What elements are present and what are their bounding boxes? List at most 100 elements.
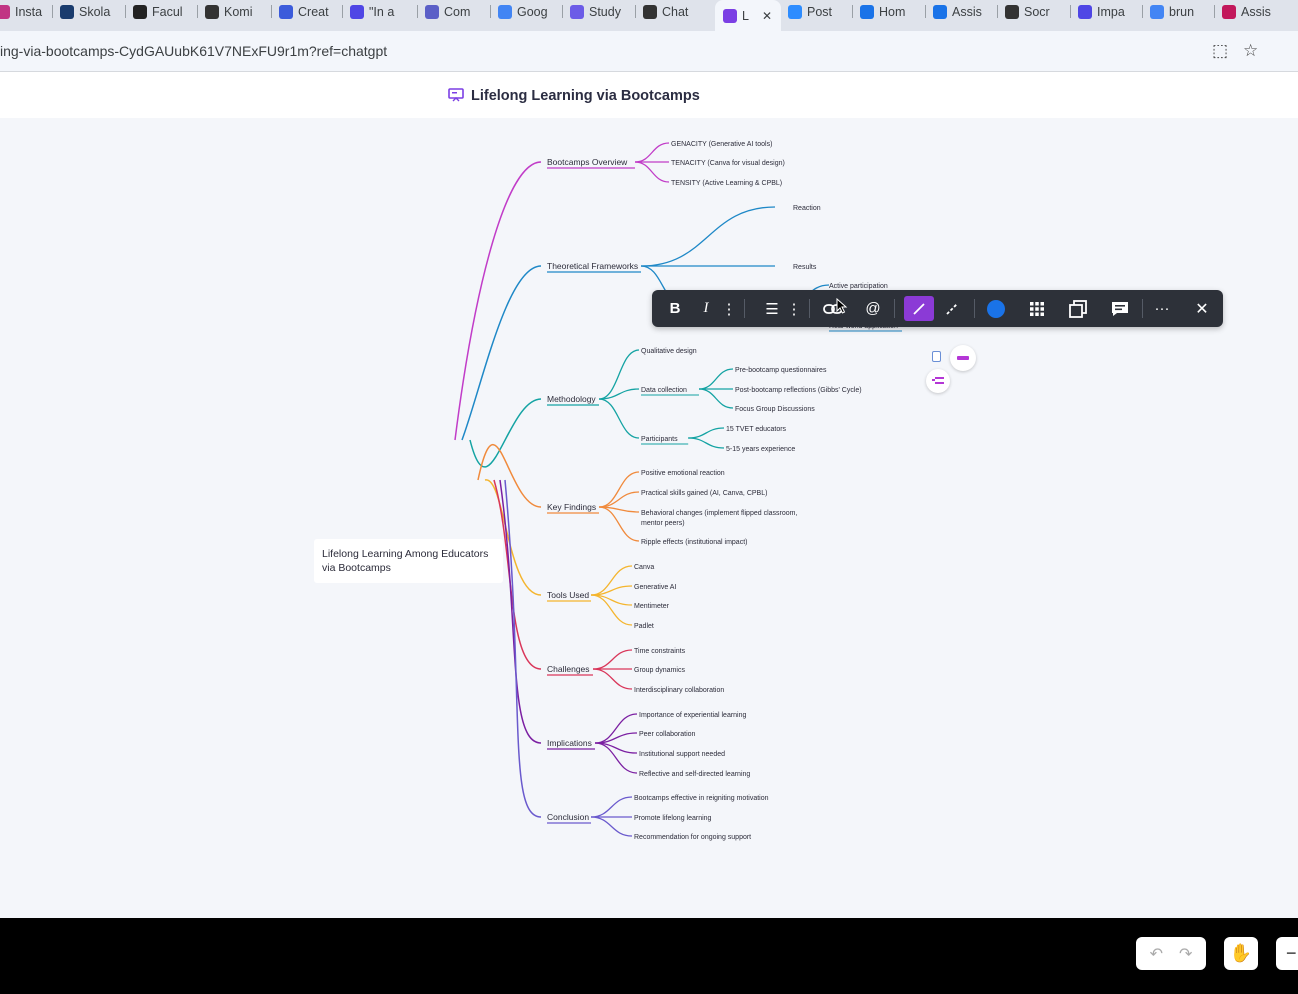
tab-separator <box>1070 5 1071 18</box>
collapse-node-button[interactable] <box>950 345 976 371</box>
browser-tab[interactable]: Facul <box>133 1 195 23</box>
undo-icon[interactable]: ↶ <box>1149 945 1163 963</box>
mindmap-branch-node[interactable]: Conclusion <box>547 812 589 822</box>
mindmap-child-node[interactable]: Participants <box>641 436 678 443</box>
mindmap-leaf-node[interactable]: 5-15 years experience <box>726 446 795 453</box>
zoom-out-icon[interactable]: − <box>1276 937 1298 970</box>
tab-label: Post <box>807 5 833 19</box>
address-bar[interactable]: ing-via-bootcamps-CydGAUubK61V7NExFU9r1m… <box>0 31 1298 72</box>
browser-tab[interactable]: Skola <box>60 1 122 23</box>
browser-tab[interactable]: Insta <box>0 1 58 23</box>
browser-tab[interactable]: Assis <box>1222 1 1284 23</box>
browser-tab[interactable]: Post <box>788 1 850 23</box>
browser-tab[interactable]: Socr <box>1005 1 1067 23</box>
mindmap-leaf-node[interactable]: Behavioral changes (implement flipped cl… <box>641 510 797 517</box>
tab-favicon-icon <box>1150 5 1164 19</box>
browser-tab[interactable]: Komi <box>205 1 267 23</box>
mindmap-leaf-node[interactable]: Practical skills gained (AI, Canva, CPBL… <box>641 490 767 497</box>
mindmap-leaf-node[interactable]: Post-bootcamp reflections (Gibbs' Cycle) <box>735 387 862 394</box>
mindmap-leaf-node[interactable]: Peer collaboration <box>639 731 696 738</box>
mindmap-leaf-node[interactable]: Results <box>793 264 817 271</box>
mindmap-branch-node[interactable]: Key Findings <box>547 502 596 512</box>
mindmap-leaf-node[interactable]: Active participation <box>829 283 888 290</box>
mention-button[interactable]: @ <box>865 300 881 317</box>
divider <box>974 299 975 318</box>
comment-icon[interactable] <box>1109 296 1131 321</box>
page-title: Lifelong Learning via Bootcamps <box>471 88 700 104</box>
line-style-button[interactable] <box>904 296 934 321</box>
close-tab-icon[interactable]: ✕ <box>761 8 773 23</box>
mindmap-leaf-node[interactable]: Time constraints <box>634 648 686 655</box>
bookmark-star-icon[interactable]: ☆ <box>1243 41 1259 60</box>
mindmap-leaf-node[interactable]: 15 TVET educators <box>726 426 787 433</box>
mindmap-connector <box>594 742 638 774</box>
browser-tab[interactable]: Study <box>570 1 632 23</box>
overflow-menu-button[interactable]: ··· <box>1154 300 1170 317</box>
browser-tab[interactable]: Impa <box>1078 1 1140 23</box>
tab-favicon-icon <box>498 5 512 19</box>
mindmap-leaf-node[interactable]: Interdisciplinary collaboration <box>634 687 724 694</box>
browser-tab[interactable]: Hom <box>860 1 922 23</box>
mindmap-leaf-node[interactable]: Promote lifelong learning <box>634 815 712 822</box>
mindmap-connector <box>698 368 734 390</box>
browser-tab[interactable]: L✕ <box>715 0 781 31</box>
url-text[interactable]: ing-via-bootcamps-CydGAUubK61V7NExFU9r1m… <box>0 43 388 59</box>
mindmap-branch-node[interactable]: Theoretical Frameworks <box>547 261 638 271</box>
list-more-button[interactable]: ⋮ <box>786 300 802 318</box>
install-app-icon[interactable]: ⬚ <box>1212 41 1229 60</box>
mindmap-leaf-node[interactable]: Ripple effects (institutional impact) <box>641 539 747 546</box>
mindmap-branch-node[interactable]: Methodology <box>547 394 596 404</box>
mindmap-leaf-node[interactable]: Generative AI <box>634 584 676 591</box>
close-toolbar-button[interactable]: ✕ <box>1195 300 1209 318</box>
mindmap-leaf-node[interactable]: Mentimeter <box>634 603 670 610</box>
mindmap-child-node[interactable]: Data collection <box>641 387 687 394</box>
mindmap-leaf-node[interactable]: TENACITY (Canva for visual design) <box>671 160 785 167</box>
mindmap-leaf-node[interactable]: Pre-bootcamp questionnaires <box>735 367 827 374</box>
mindmap-leaf-node[interactable]: Focus Group Discussions <box>735 406 815 413</box>
mindmap-canvas[interactable]: Bootcamps Overview GENACITY (Generative A… <box>0 72 1298 918</box>
redo-icon[interactable]: ↷ <box>1179 945 1193 963</box>
tab-favicon-icon <box>350 5 364 19</box>
mindmap-leaf-node[interactable]: Importance of experiential learning <box>639 712 747 719</box>
color-picker-button[interactable] <box>985 296 1007 321</box>
mindmap-branch-node[interactable]: Bootcamps Overview <box>547 157 628 167</box>
mindmap-leaf-node[interactable]: Padlet <box>634 623 654 630</box>
grid-icon[interactable] <box>1027 296 1047 321</box>
mindmap-leaf-node[interactable]: Group dynamics <box>634 667 685 674</box>
mindmap-connector <box>590 796 633 818</box>
browser-tab[interactable]: Chat <box>643 1 705 23</box>
browser-tab[interactable]: "In a <box>350 1 412 23</box>
mindmap-root-node[interactable]: Lifelong Learning Among Educators via Bo… <box>314 539 503 583</box>
mindmap-leaf-node[interactable]: Positive emotional reaction <box>641 470 725 477</box>
text-more-button[interactable]: ⋮ <box>721 300 737 318</box>
mindmap-leaf-node[interactable]: Reflective and self-directed learning <box>639 771 750 778</box>
hand-tool-icon[interactable]: ✋ <box>1224 937 1258 970</box>
mindmap-leaf-node[interactable]: Bootcamps effective in reigniting motiva… <box>634 795 769 802</box>
mindmap-leaf-node[interactable]: Qualitative design <box>641 348 697 355</box>
browser-tab[interactable]: brun <box>1150 1 1212 23</box>
mindmap-branch-node[interactable]: Implications <box>547 738 592 748</box>
mindmap-leaf-node[interactable]: mentor peers) <box>641 520 685 527</box>
mindmap-branch-node[interactable]: Tools Used <box>547 590 589 600</box>
browser-tab[interactable]: Creat <box>279 1 341 23</box>
mindmap-leaf-node[interactable]: Canva <box>634 564 654 571</box>
browser-tab[interactable]: Goog <box>498 1 560 23</box>
bold-button[interactable]: B <box>669 300 681 317</box>
mindmap-leaf-node[interactable]: Recommendation for ongoing support <box>634 834 751 841</box>
mindmap-leaf-node[interactable]: Institutional support needed <box>639 751 725 758</box>
mindmap-leaf-node[interactable]: Reaction <box>793 205 821 212</box>
mindmap-leaf-node[interactable]: GENACITY (Generative AI tools) <box>671 141 772 148</box>
resize-handle[interactable] <box>932 351 941 362</box>
duplicate-icon[interactable] <box>1068 296 1088 321</box>
tab-label: Goog <box>517 5 548 19</box>
mindmap-branch-node[interactable]: Challenges <box>547 664 590 674</box>
browser-tab[interactable]: Assis <box>933 1 995 23</box>
add-child-node-button[interactable] <box>926 369 950 393</box>
mindmap-leaf-node[interactable]: TENSITY (Active Learning & CPBL) <box>671 180 782 187</box>
browser-tab[interactable]: Com <box>425 1 487 23</box>
tab-separator <box>197 5 198 18</box>
line-dash-button[interactable] <box>942 296 962 321</box>
italic-button[interactable]: I <box>703 300 709 316</box>
mindmap-connector <box>477 444 542 508</box>
list-button[interactable]: ☰ <box>765 300 779 318</box>
